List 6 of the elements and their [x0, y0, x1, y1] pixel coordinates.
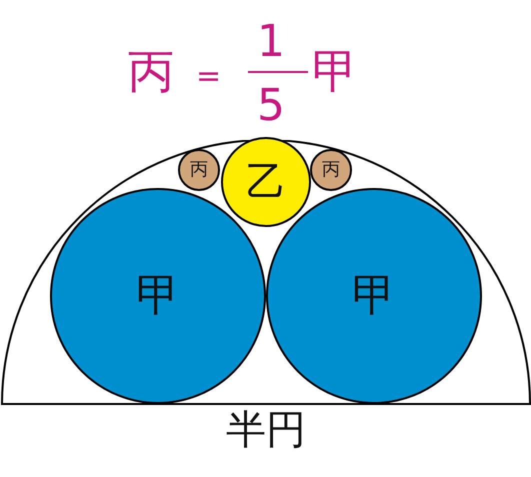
formula-text: 甲: [312, 48, 358, 94]
denominator: 5: [257, 84, 285, 128]
equals-sign: =: [196, 62, 222, 92]
numerator: 1: [257, 20, 285, 64]
semicircle-label: 半円: [226, 410, 306, 450]
formula-text: 丙: [128, 48, 174, 94]
